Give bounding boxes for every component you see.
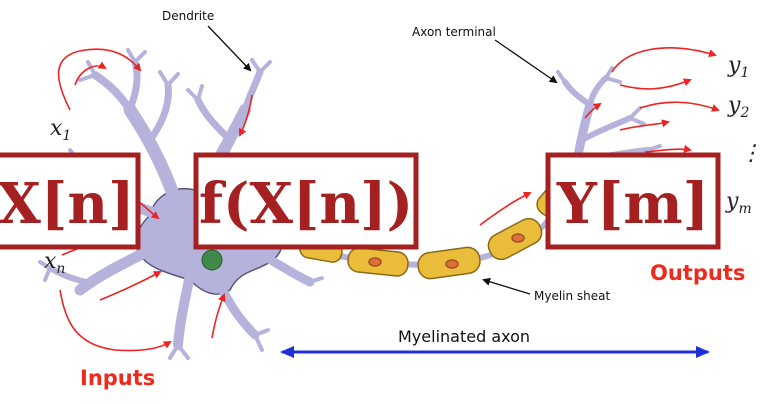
outputs-label: Outputs [650,261,745,285]
input-x1: x1 [50,116,71,144]
function-box-text: f(X[n]) [199,171,413,237]
output-y1: y1 [727,53,749,81]
input-box: X[n] [0,152,141,250]
axon-terminal-label: Axon terminal [412,25,496,39]
dendrite-label: Dendrite [162,9,214,23]
output-box-text: Y[m] [556,171,709,237]
output-y2: y2 [727,93,749,121]
input-xn: xn [44,249,65,277]
nucleus [201,249,223,271]
function-box: f(X[n]) [193,152,419,250]
input-box-text: X[n] [0,171,135,237]
myelin-sheath-pointer [482,277,531,295]
output-ym: ym [725,189,752,217]
inputs-label: Inputs [80,366,155,390]
output-arrows [479,47,720,226]
myelinated-axon-label: Myelinated axon [398,327,530,346]
axon-terminal-pointer [494,39,558,84]
output-box: Y[m] [545,152,721,250]
output-dots: ⋮ [740,141,762,166]
dendrite-pointer [207,25,252,72]
myelin-sheath-label: Myelin sheat [534,289,611,303]
